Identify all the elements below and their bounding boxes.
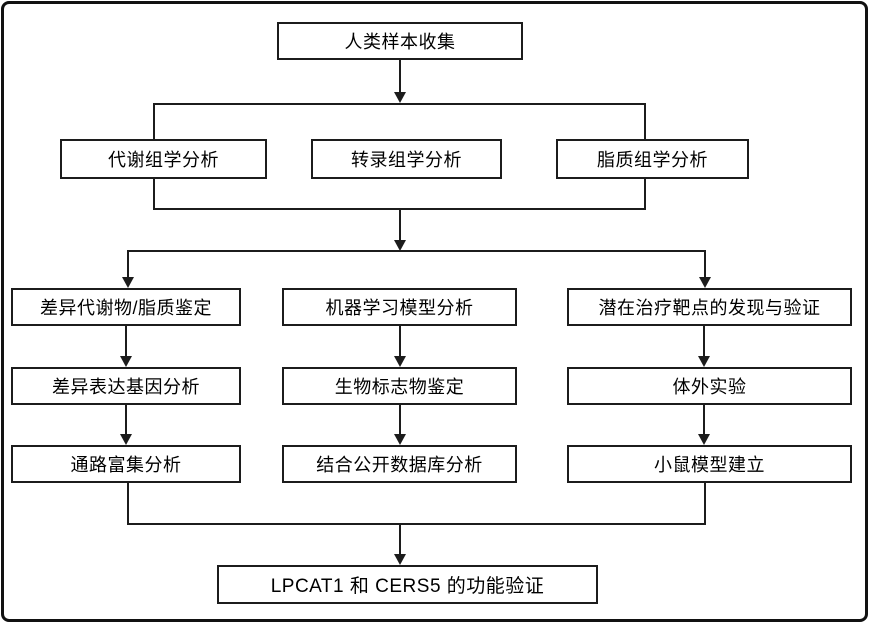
node-differential-gene-expression-analysis: 差异表达基因分析 — [11, 367, 241, 405]
branch-line-top — [127, 250, 706, 252]
node-biomarker-identification: 生物标志物鉴定 — [282, 367, 517, 405]
merge-line-bottom — [127, 523, 706, 525]
arrow-down-icon — [394, 92, 406, 103]
connector-omics-to-branches — [399, 210, 401, 241]
connector-left-1-2 — [125, 326, 127, 357]
connector-merge-to-final — [399, 523, 401, 555]
connector-middle-1-2 — [399, 326, 401, 357]
node-lipidomics-analysis: 脂质组学分析 — [556, 139, 749, 179]
arrow-down-icon — [120, 356, 132, 367]
node-pathway-enrichment-analysis: 通路富集分析 — [11, 445, 241, 483]
arrow-down-icon — [699, 277, 711, 288]
arrow-down-icon — [698, 434, 710, 445]
connector-branch-left — [127, 250, 129, 278]
node-mouse-model-establishment: 小鼠模型建立 — [567, 445, 852, 483]
arrow-down-icon — [394, 356, 406, 367]
node-lpcat1-cers5-functional-validation: LPCAT1 和 CERS5 的功能验证 — [217, 565, 598, 604]
node-differential-metabolite-lipid-identification: 差异代谢物/脂质鉴定 — [11, 288, 241, 326]
connector-top-to-omics — [399, 60, 401, 93]
arrow-down-icon — [122, 277, 134, 288]
connector-right-1-2 — [703, 326, 705, 357]
arrow-down-icon — [698, 356, 710, 367]
arrow-down-icon — [120, 434, 132, 445]
arrow-down-icon — [394, 240, 406, 251]
connector-middle-2-3 — [399, 405, 401, 435]
node-public-database-analysis: 结合公开数据库分析 — [282, 445, 517, 483]
connector-branch-right — [704, 250, 706, 278]
connector-left-2-3 — [125, 405, 127, 435]
connector-left-to-merge — [127, 483, 129, 525]
node-machine-learning-model-analysis: 机器学习模型分析 — [282, 288, 517, 326]
node-metabolomics-analysis: 代谢组学分析 — [60, 139, 267, 179]
node-transcriptomics-analysis: 转录组学分析 — [311, 139, 502, 179]
node-human-sample-collection: 人类样本收集 — [277, 22, 523, 60]
node-in-vitro-experiment: 体外实验 — [567, 367, 852, 405]
connector-right-to-merge — [704, 483, 706, 525]
connector-right-2-3 — [703, 405, 705, 435]
node-therapeutic-target-discovery-validation: 潜在治疗靶点的发现与验证 — [567, 288, 852, 326]
arrow-down-icon — [394, 554, 406, 565]
arrow-down-icon — [394, 434, 406, 445]
